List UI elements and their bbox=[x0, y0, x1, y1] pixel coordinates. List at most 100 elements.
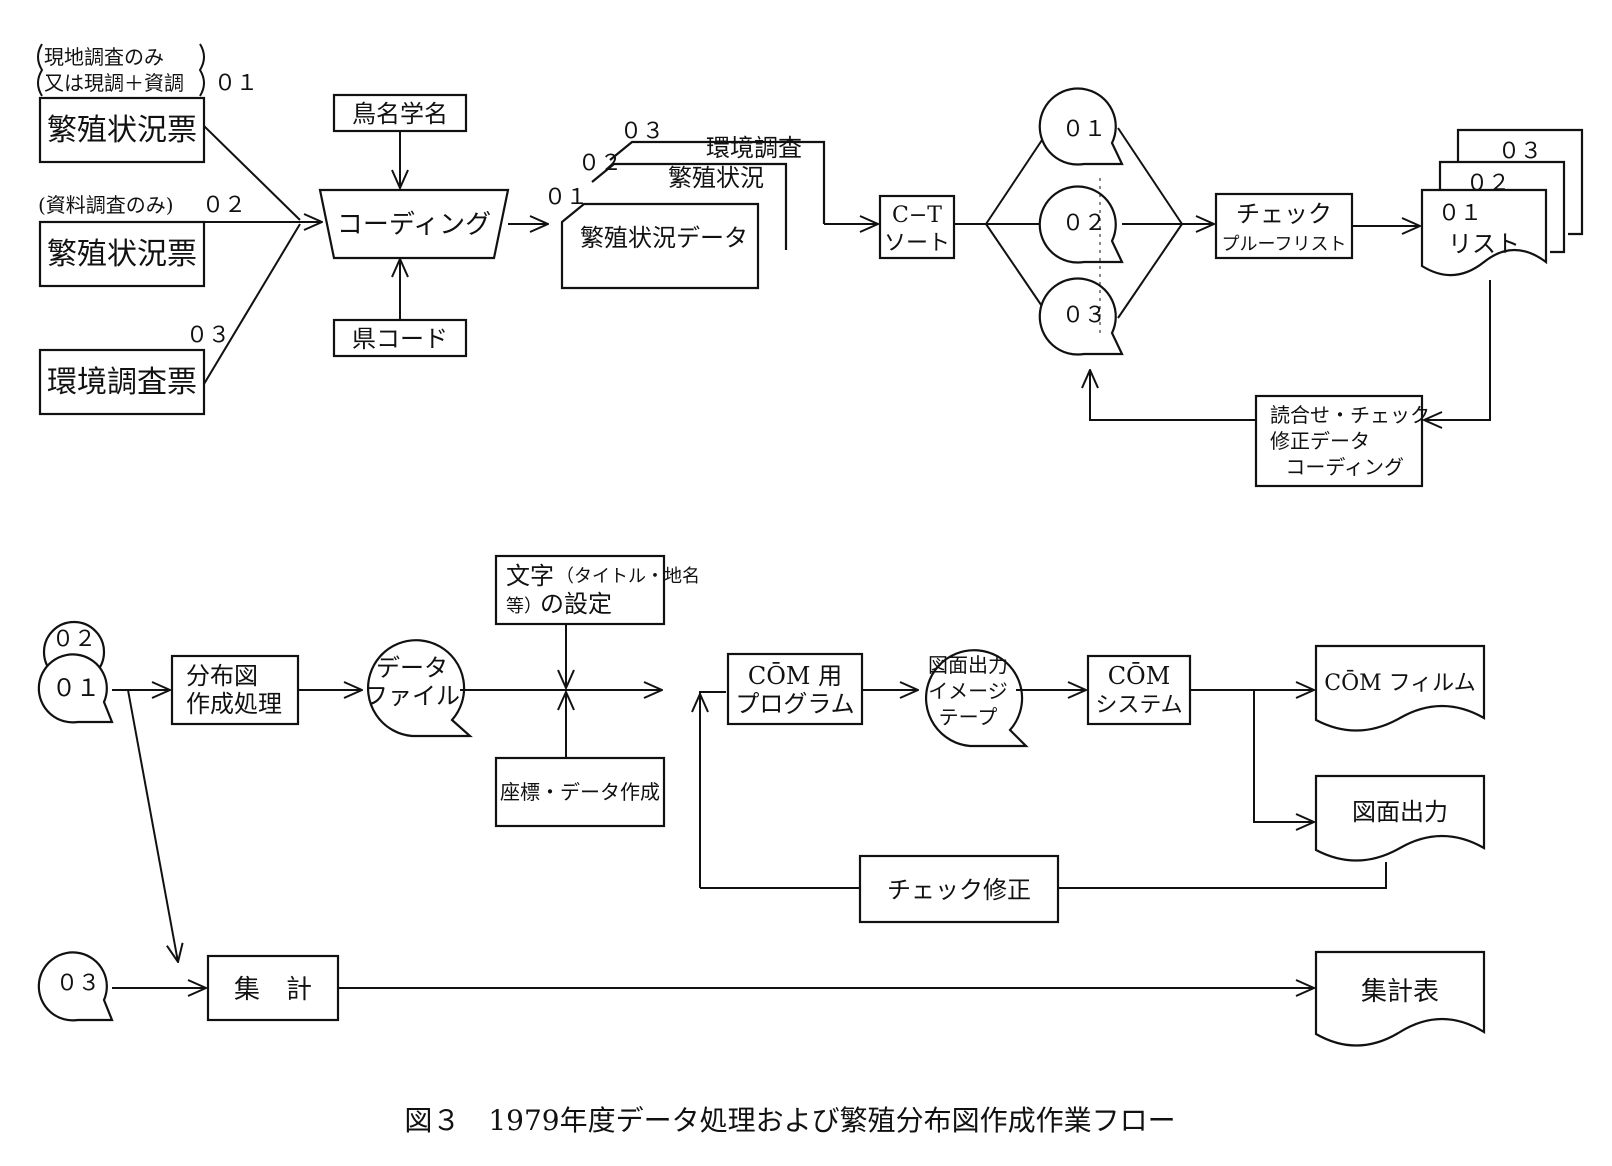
tape-02-shape bbox=[1038, 185, 1124, 264]
branch-down-left bbox=[985, 223, 1051, 319]
com-system-box bbox=[1086, 654, 1192, 726]
tape-01-shape bbox=[1038, 87, 1124, 166]
chars-line2-small: 等） bbox=[506, 596, 542, 617]
correction-line1: 読合せ・チェック bbox=[1270, 403, 1430, 427]
check-fix-box bbox=[858, 854, 1060, 924]
aggregate-box bbox=[206, 954, 340, 1022]
card-01-number: ０１ bbox=[544, 185, 588, 210]
tape-03-bottom-label: ０３ bbox=[56, 971, 100, 996]
right-paren bbox=[198, 43, 205, 97]
tape-02-label: ０２ bbox=[1062, 211, 1106, 236]
source-01-note-line1: 現地調査のみ bbox=[44, 45, 164, 69]
list-stack: ０３ ０２ ０１ リスト bbox=[1420, 128, 1584, 277]
tape-03-bottom-shape bbox=[37, 951, 114, 1022]
source-02-number: ０２ bbox=[202, 193, 246, 218]
aggregate-label: 集 計 bbox=[234, 975, 312, 1005]
distribution-line1: 分布図 bbox=[186, 662, 258, 690]
aggregate-table-label: 集計表 bbox=[1361, 977, 1439, 1007]
tape-03-shape bbox=[1038, 277, 1124, 356]
source-01-box bbox=[38, 96, 206, 164]
datafile-line2: ファイル bbox=[364, 682, 460, 710]
source-02-box bbox=[38, 220, 206, 288]
card-03-label: 環境調査 bbox=[706, 134, 802, 162]
tape-02-top: ０２ bbox=[1038, 185, 1124, 264]
branch-up-right bbox=[1117, 127, 1183, 225]
drawing-out-label: 図面出力 bbox=[1352, 798, 1448, 826]
loop-check-com bbox=[699, 691, 726, 888]
correction-line3: コーディング bbox=[1285, 455, 1404, 479]
source-02-group: (資料調査のみ) ０２ 繁殖状況票 bbox=[38, 193, 246, 288]
card-stack: ０３ 環境調査 ０２ 繁殖状況 ０１ 繁殖状況データ bbox=[544, 119, 826, 290]
source-02-label: 繁殖状況票 bbox=[47, 237, 197, 272]
correction-line2: 修正データ bbox=[1270, 429, 1370, 453]
ct-sort-line2: ソート bbox=[884, 231, 950, 256]
coding-label: コーディング bbox=[337, 210, 491, 240]
arrow-correction-tape bbox=[1090, 370, 1256, 421]
distribution-box bbox=[170, 654, 300, 726]
coords-label: 座標・データ作成 bbox=[500, 780, 660, 804]
chars-line1-small: （タイトル・地名 bbox=[556, 566, 700, 587]
list-01-number: ０１ bbox=[1438, 201, 1482, 226]
com-film-label: CŌM フィルム bbox=[1324, 669, 1476, 696]
aggregate-table-doc bbox=[1314, 950, 1486, 1047]
ct-sort-box bbox=[878, 194, 956, 260]
com-program-line2: プログラム bbox=[735, 690, 854, 718]
tape-01-top: ０１ bbox=[1038, 87, 1124, 166]
tape-03-label: ０３ bbox=[1062, 303, 1106, 328]
tape-03-top: ０３ bbox=[1038, 277, 1124, 356]
tape-03-bottom: ０３ bbox=[37, 951, 114, 1022]
com-system-line2: システム bbox=[1095, 693, 1182, 718]
left-paren bbox=[37, 43, 44, 97]
datafile-line1: データ bbox=[376, 654, 448, 682]
arrow-list-correction bbox=[1424, 280, 1491, 420]
source-01-note-line2: 又は現調＋資調 bbox=[44, 71, 184, 95]
source-03-group: ０３ 環境調査票 bbox=[38, 323, 230, 416]
ct-sort-line1: C−T bbox=[892, 203, 942, 228]
check-proof-box bbox=[1214, 192, 1354, 260]
tape-01-label: ０１ bbox=[1062, 117, 1106, 142]
image-tape bbox=[925, 649, 1029, 748]
line-s01-coding bbox=[203, 125, 301, 221]
chars-box bbox=[494, 554, 666, 626]
image-tape-line1: 図面出力 bbox=[928, 653, 1008, 677]
source-03-label: 環境調査票 bbox=[47, 365, 197, 400]
source-01-number: ０１ bbox=[214, 71, 258, 96]
tape-01-bottom-shape bbox=[37, 653, 114, 724]
list-label: リスト bbox=[1448, 230, 1520, 258]
branch-down-right bbox=[1117, 223, 1183, 319]
check-fix-label: チェック修正 bbox=[887, 876, 1031, 904]
tape-01-bottom-label: ０１ bbox=[52, 674, 100, 702]
distribution-line2: 作成処理 bbox=[186, 690, 282, 718]
source-03-number: ０３ bbox=[186, 323, 230, 348]
prefcode-label: 県コード bbox=[352, 325, 448, 353]
correction-box bbox=[1254, 394, 1424, 488]
source-03-box bbox=[38, 348, 206, 416]
coords-box bbox=[494, 756, 666, 828]
com-program-line1: CŌM 用 bbox=[748, 662, 842, 690]
card-01-label: 繁殖状況データ bbox=[580, 224, 748, 252]
branch-up-left bbox=[985, 127, 1051, 225]
source-01-label: 繁殖状況票 bbox=[47, 113, 197, 148]
drawing-out-doc bbox=[1314, 774, 1486, 862]
chars-line2: の設定 bbox=[540, 590, 612, 618]
prefcode-box bbox=[332, 318, 468, 358]
tape-02-bottom-label: ０２ bbox=[52, 627, 96, 652]
com-program-box bbox=[726, 652, 864, 726]
coding-process bbox=[318, 188, 510, 260]
chars-line1: 文字 bbox=[506, 562, 554, 590]
card-02-number: ０２ bbox=[578, 151, 622, 176]
check-proof-line2: プルーフリスト bbox=[1222, 234, 1347, 255]
source-02-note: (資料調査のみ) bbox=[38, 193, 174, 217]
check-proof-line1: チェック bbox=[1236, 200, 1332, 228]
birdname-label: 鳥名学名 bbox=[352, 100, 448, 128]
list-01 bbox=[1420, 188, 1548, 277]
card-02-label: 繁殖状況 bbox=[668, 164, 764, 192]
image-tape-line2: イメージ bbox=[928, 679, 1008, 703]
image-tape-line3: テープ bbox=[939, 705, 998, 729]
com-film-doc bbox=[1314, 644, 1486, 732]
com-system-line1: CŌM bbox=[1108, 662, 1171, 690]
card-03-number: ０３ bbox=[620, 119, 664, 144]
line-drawing-checkfix bbox=[1058, 862, 1387, 889]
source-01-group: 現地調査のみ 又は現調＋資調 ０１ 繁殖状況票 bbox=[37, 43, 258, 164]
